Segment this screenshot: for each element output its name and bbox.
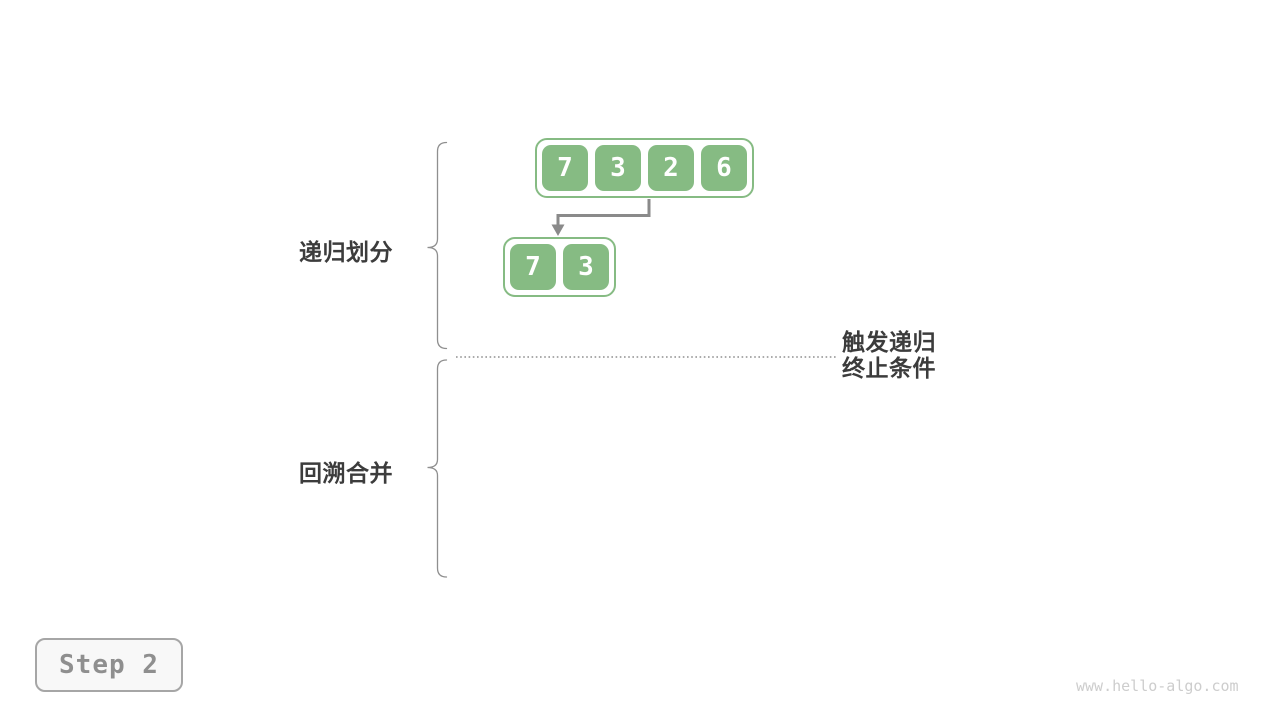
termination-line-2: 终止条件 (842, 355, 936, 381)
array-cell: 7 (542, 145, 588, 191)
array-cell: 3 (563, 244, 609, 290)
label-recursive-divide: 递归划分 (299, 239, 393, 265)
array-cell: 7 (510, 244, 556, 290)
watermark: www.hello-algo.com (1076, 677, 1239, 695)
array-cell: 6 (701, 145, 747, 191)
step-badge: Step 2 (35, 638, 183, 692)
label-backtrack-merge: 回溯合并 (299, 460, 393, 486)
label-termination-condition: 触发递归 终止条件 (842, 329, 936, 381)
termination-line-1: 触发递归 (842, 329, 936, 355)
split-arrow-icon (551, 199, 651, 236)
array-cell: 3 (595, 145, 641, 191)
brace-bottom (427, 359, 448, 578)
array-cell: 2 (648, 145, 694, 191)
brace-top (427, 141, 448, 350)
